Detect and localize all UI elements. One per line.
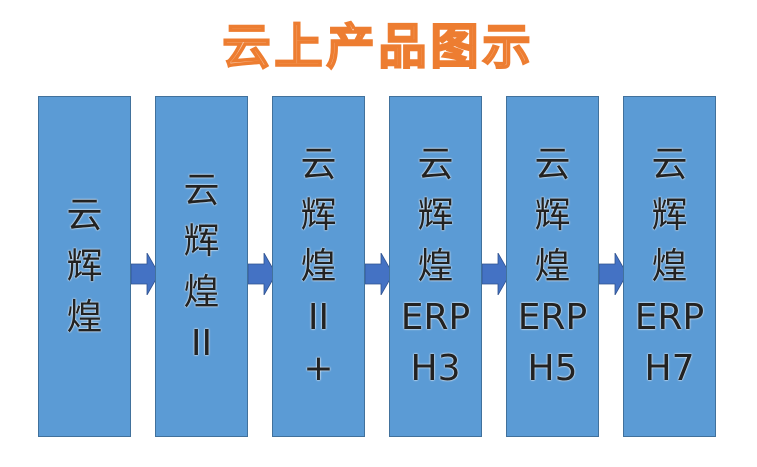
arrow-right-icon [599,253,627,295]
diagram-title: 云上产品图示 [221,18,535,76]
product-label-line: 辉 [66,246,103,287]
product-label-line: ERP [517,297,588,338]
product-box: 云辉煌 ERP H7 [623,96,716,437]
product-label-line: II [307,297,330,338]
product-label-line: 云 [66,195,103,236]
product-label-line: 煌 [66,297,103,338]
product-box: 云辉煌 ERP H5 [506,96,599,437]
product-label-line: II [190,322,213,364]
product-label-line: 煌 [417,246,454,287]
product-label-line: ERP [400,297,471,338]
product-label-line: H3 [410,348,461,389]
product-box: 云辉煌 II [155,96,248,437]
product-label-line: 辉 [300,195,337,236]
product-label-line: 煌 [183,271,220,313]
product-label-line: H7 [644,348,695,389]
product-label-line: 煌 [534,246,571,287]
product-label-line: + [303,348,334,389]
product-label-line: 云 [534,144,571,185]
product-label-line: 辉 [417,195,454,236]
product-label-line: ERP [634,297,705,338]
arrow-right-icon [131,253,159,295]
product-label-line: 云 [417,144,454,185]
product-label-line: 煌 [651,246,688,287]
product-label-line: 煌 [300,246,337,287]
product-box: 云辉煌 [38,96,131,437]
arrow-right-icon [248,253,276,295]
product-label-line: 辉 [534,195,571,236]
arrow-right-icon [365,253,393,295]
product-label-line: 云 [651,144,688,185]
product-label-line: 辉 [183,220,220,262]
product-box: 云辉煌 II + [272,96,365,437]
product-label-line: 云 [183,169,220,211]
product-label-line: 辉 [651,195,688,236]
product-box: 云辉煌 ERP H3 [389,96,482,437]
product-label-line: 云 [300,144,337,185]
product-label-line: H5 [527,348,578,389]
arrow-right-icon [482,253,510,295]
